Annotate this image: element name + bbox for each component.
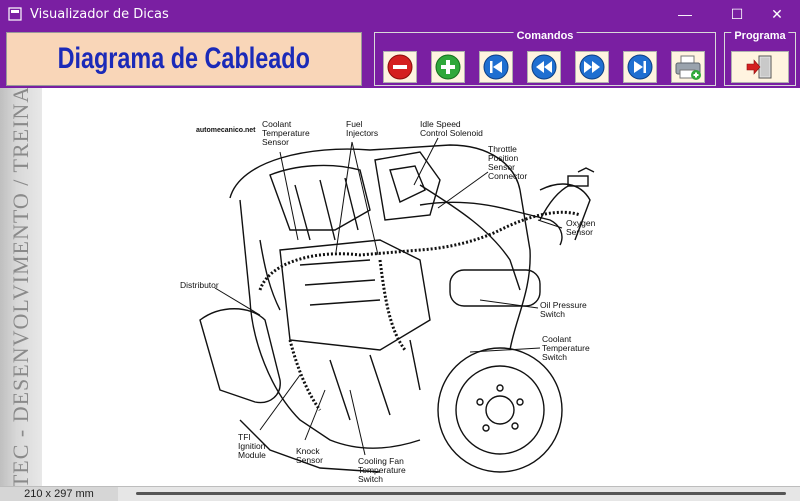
side-banner-text: TEC - DESENVOLVIMENTO / TREINA — [8, 88, 33, 486]
page-heading: Diagrama de Cableado — [57, 42, 311, 75]
comandos-group-label: Comandos — [513, 30, 577, 42]
print-button[interactable] — [671, 51, 705, 83]
remove-button[interactable] — [383, 51, 417, 83]
label-coolant-temperature-switch-2: Temperature — [542, 343, 590, 353]
fast-forward-icon — [579, 54, 605, 80]
label-coolant-temperature-switch-3: Switch — [542, 352, 567, 362]
rewind-icon — [531, 54, 557, 80]
horizontal-scrollbar[interactable] — [136, 492, 786, 495]
label-idle-speed-2: Control Solenoid — [420, 128, 483, 138]
skip-last-icon — [627, 54, 653, 80]
exit-program-button[interactable] — [731, 51, 789, 83]
label-cooling-fan-switch-2: Temperature — [358, 465, 406, 475]
label-tfi-ignition-module-2: Ignition — [238, 441, 266, 451]
label-cooling-fan-switch-3: Switch — [358, 474, 383, 484]
app-icon — [8, 7, 22, 21]
add-button[interactable] — [431, 51, 465, 83]
close-button[interactable]: ✕ — [754, 0, 800, 28]
exit-door-icon — [746, 55, 772, 79]
title-bar: Visualizador de Dicas — ☐ ✕ — [0, 0, 800, 28]
label-tfi-ignition-module-3: Module — [238, 450, 266, 460]
maximize-icon: ☐ — [730, 5, 744, 22]
programa-group: Programa — [724, 30, 796, 86]
label-oil-pressure-switch-1: Oil Pressure — [540, 300, 587, 310]
label-fuel-injectors-2: Injectors — [346, 128, 378, 138]
next-page-button[interactable] — [575, 51, 609, 83]
label-throttle-1: Throttle — [488, 144, 517, 154]
previous-page-button[interactable] — [527, 51, 561, 83]
first-page-button[interactable] — [479, 51, 513, 83]
label-oil-pressure-switch-2: Switch — [540, 309, 565, 319]
label-idle-speed-1: Idle Speed — [420, 119, 461, 129]
minimize-button[interactable]: — — [662, 0, 708, 28]
window-title: Visualizador de Dicas — [30, 6, 169, 22]
skip-first-icon — [483, 54, 509, 80]
label-throttle-3: Sensor — [488, 162, 515, 172]
status-bar: 210 x 297 mm — [0, 486, 800, 501]
programa-group-label: Programa — [731, 30, 789, 42]
source-watermark: automecanico.net — [196, 127, 256, 134]
label-oxygen-sensor-1: Oxygen — [566, 218, 596, 228]
label-oxygen-sensor-2: Sensor — [566, 227, 593, 237]
page-size-indicator: 210 x 297 mm — [0, 487, 118, 501]
side-banner: TEC - DESENVOLVIMENTO / TREINA — [0, 88, 42, 486]
document-viewer[interactable] — [0, 88, 800, 486]
minus-circle-icon — [387, 54, 413, 80]
label-knock-sensor-2: Sensor — [296, 455, 323, 465]
minimize-icon: — — [678, 6, 692, 22]
oxygen-sensor-part — [539, 167, 595, 221]
comandos-group: Comandos — [374, 30, 716, 86]
label-throttle-4: Connector — [488, 171, 527, 181]
plus-circle-icon — [435, 54, 461, 80]
label-throttle-2: Position — [488, 153, 519, 163]
label-distributor: Distributor — [180, 280, 219, 290]
heading-panel: Diagrama de Cableado — [6, 32, 362, 86]
label-fuel-injectors-1: Fuel — [346, 119, 363, 129]
label-cooling-fan-switch-1: Cooling Fan — [358, 456, 404, 466]
maximize-button[interactable]: ☐ — [714, 0, 760, 28]
leader-lines — [214, 137, 563, 456]
label-coolant-temperature-sensor-1: Coolant — [262, 119, 292, 129]
label-knock-sensor-1: Knock — [296, 446, 320, 456]
engine-wiring-diagram: automecanico.net Coolant Temperature Sen… — [180, 119, 596, 484]
printer-icon — [675, 55, 701, 80]
label-tfi-ignition-module-1: TFI — [238, 432, 251, 442]
wiring-harness — [258, 210, 581, 411]
label-coolant-temperature-sensor-3: Sensor — [262, 137, 289, 147]
engine-drawing — [199, 144, 591, 473]
last-page-button[interactable] — [623, 51, 657, 83]
label-coolant-temperature-sensor-2: Temperature — [262, 128, 310, 138]
close-icon: ✕ — [771, 5, 783, 22]
label-coolant-temperature-switch-1: Coolant — [542, 334, 572, 344]
